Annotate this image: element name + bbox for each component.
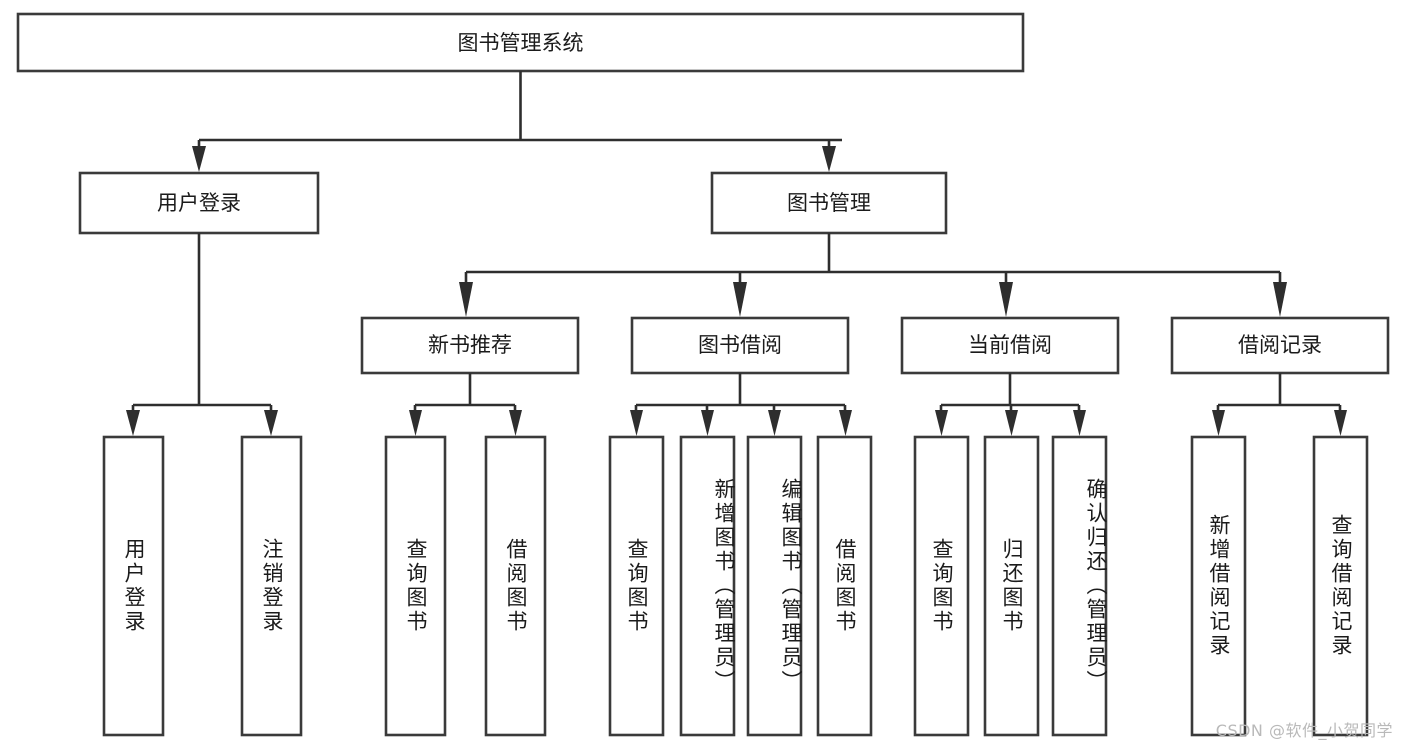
arrowhead-book-borrow — [733, 282, 747, 317]
new-book-rec-box[interactable] — [360, 316, 580, 375]
leaf-box-add-book[interactable] — [679, 435, 736, 737]
leaf-box-confirm-return[interactable] — [1051, 435, 1108, 737]
current-borrow-box[interactable] — [900, 316, 1120, 375]
arrowhead-current-borrow — [999, 282, 1013, 317]
book-manage-label: 图书管理 — [787, 191, 871, 215]
root-box[interactable] — [16, 12, 1025, 73]
arrowhead-leaf-confirm-return — [1073, 410, 1086, 436]
borrow-record-box[interactable] — [1170, 316, 1390, 375]
arrowhead-book-manage — [822, 146, 836, 172]
arrowhead-user-login — [192, 146, 206, 172]
book-manage-box[interactable] — [710, 171, 948, 235]
arrowhead-borrow-record — [1273, 282, 1287, 317]
root-label: 图书管理系统 — [458, 31, 584, 55]
leaf-box-borrow-book[interactable] — [816, 435, 873, 737]
leaf-box-logout[interactable] — [240, 435, 303, 737]
arrowhead-leaf-add-book — [701, 410, 714, 436]
arrowhead-leaf-return-book — [1005, 410, 1018, 436]
borrow-record-label: 借阅记录 — [1238, 333, 1322, 357]
arrowhead-leaf-query-record — [1334, 410, 1347, 436]
arrowhead-leaf-borrow-book-rec — [509, 410, 522, 436]
leaf-box-query-book-rec[interactable] — [384, 435, 447, 737]
arrowhead-leaf-user-login — [126, 410, 140, 436]
node-user-login[interactable]: 用户登录 — [78, 171, 320, 235]
leaf-box-borrow-book-rec[interactable] — [484, 435, 547, 737]
arrowhead-leaf-query-book-cur — [935, 410, 948, 436]
leaf-box-query-book-borrow[interactable] — [608, 435, 665, 737]
leaf-box-query-record[interactable] — [1312, 435, 1369, 737]
arrowhead-leaf-add-record — [1212, 410, 1225, 436]
arrowhead-leaf-logout — [264, 410, 278, 436]
leaf-box-query-book-cur[interactable] — [913, 435, 970, 737]
new-book-rec-label: 新书推荐 — [428, 333, 512, 357]
leaf-box-return-book[interactable] — [983, 435, 1040, 737]
node-book-borrow[interactable]: 图书借阅 — [630, 316, 850, 375]
arrowhead-leaf-query-book-rec — [409, 410, 422, 436]
leaf-box-edit-book[interactable] — [746, 435, 803, 737]
node-root[interactable]: 图书管理系统 — [16, 12, 1025, 73]
node-borrow-record[interactable]: 借阅记录 — [1170, 316, 1390, 375]
node-new-book-rec[interactable]: 新书推荐 — [360, 316, 580, 375]
book-borrow-box[interactable] — [630, 316, 850, 375]
csdn-watermark: CSDN @软件_小贺同学 — [1215, 721, 1393, 740]
leaf-box-add-record[interactable] — [1190, 435, 1247, 737]
user-login-label: 用户登录 — [157, 191, 241, 215]
arrowhead-leaf-query-book-borrow — [630, 410, 643, 436]
node-current-borrow[interactable]: 当前借阅 — [900, 316, 1120, 375]
node-book-manage[interactable]: 图书管理 — [710, 171, 948, 235]
arrowhead-new-book-rec — [459, 282, 473, 317]
leaf-box-user-login[interactable] — [102, 435, 165, 737]
current-borrow-label: 当前借阅 — [968, 333, 1052, 357]
book-borrow-label: 图书借阅 — [698, 333, 782, 357]
arrowhead-leaf-borrow-book — [839, 410, 852, 436]
arrowhead-leaf-edit-book — [768, 410, 781, 436]
